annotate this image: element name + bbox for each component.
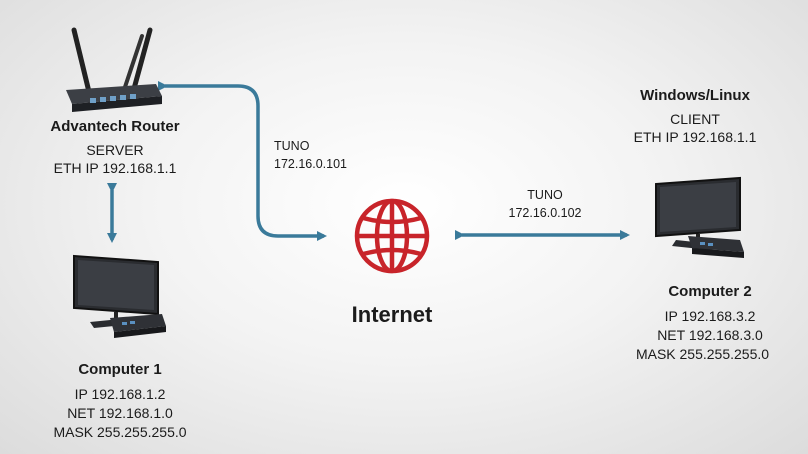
router-eth-ip: ETH IP 192.168.1.1 — [53, 160, 177, 176]
tunnel-right-name: TUNO — [527, 188, 563, 202]
computer2-net: NET 192.168.3.0 — [657, 327, 763, 343]
router-name: Advantech Router — [50, 118, 180, 135]
computer1-mask: MASK 255.255.255.0 — [53, 424, 187, 440]
internet-label: Internet — [351, 302, 433, 327]
computer1-net: NET 192.168.1.0 — [67, 405, 173, 421]
computer1-icon — [73, 254, 166, 338]
router-icon — [66, 27, 162, 112]
computer2-ip: IP 192.168.3.2 — [664, 308, 756, 324]
computer2-name: Computer 2 — [668, 283, 752, 300]
client-role: CLIENT — [670, 111, 720, 127]
tunnel-left-name: TUNO — [274, 139, 310, 153]
globe-icon — [354, 198, 430, 274]
client-eth-ip: ETH IP 192.168.1.1 — [633, 129, 757, 145]
tunnel-right-ip: 172.16.0.102 — [508, 206, 582, 220]
computer1-name: Computer 1 — [78, 361, 162, 378]
computer1-ip: IP 192.168.1.2 — [74, 386, 166, 402]
router-role: SERVER — [86, 142, 144, 158]
tunnel-left-ip: 172.16.0.101 — [274, 157, 347, 171]
router-internet-link — [158, 81, 327, 241]
computer2-icon — [655, 176, 744, 258]
client-os: Windows/Linux — [640, 87, 750, 104]
computer2-mask: MASK 255.255.255.0 — [635, 346, 770, 362]
